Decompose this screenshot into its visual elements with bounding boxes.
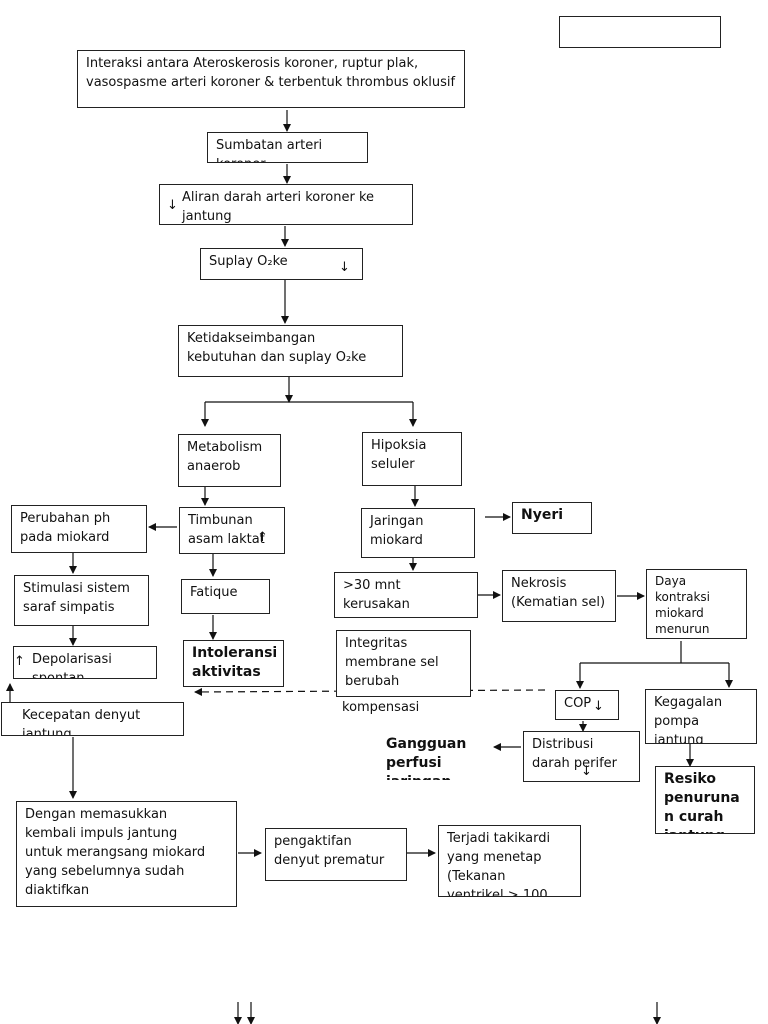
node-sumbatan-text: Sumbatan arteri koroner	[216, 138, 323, 162]
node-daya-kontraksi-text: Daya kontraksi miokard menurun	[655, 574, 710, 636]
node-interaksi-text: Interaksi antara Ateroskerosis koroner, …	[86, 56, 456, 90]
node-hipoksia-text: Hipoksia seluler	[371, 438, 427, 472]
node-intoleransi: Intoleransi aktivitas	[183, 640, 284, 687]
node-dengan-memasukkan-text: Dengan memasukkan kembali impuls jantung…	[25, 807, 206, 898]
node-daya-kontraksi: Daya kontraksi miokard menurun	[646, 569, 747, 639]
node-intoleransi-text: Intoleransi aktivitas	[192, 645, 278, 680]
node-timbunan-text: Timbunan asam laktat	[188, 513, 265, 547]
node-dengan-memasukkan: Dengan memasukkan kembali impuls jantung…	[16, 801, 237, 907]
arrow-down-icon: ↓	[339, 260, 350, 275]
node-sumbatan: Sumbatan arteri koroner	[207, 132, 368, 163]
node-resiko: Resiko penuruna n curah jantung	[655, 766, 755, 834]
arrow-down-icon: ↓	[581, 764, 592, 779]
node-fatique-text: Fatique	[190, 585, 238, 600]
node-nyeri: Nyeri	[512, 502, 592, 534]
node-interaksi: Interaksi antara Ateroskerosis koroner, …	[77, 50, 465, 108]
node-aliran-text: Aliran darah arteri koroner ke jantung	[182, 190, 375, 224]
node-kecepatan: Kecepatan denyut jantung	[1, 702, 184, 736]
node-ketidakseimbangan-text: Ketidakseimbangan kebutuhan dan suplay O…	[187, 331, 367, 365]
node-kerusakan: >30 mnt kerusakan	[334, 572, 478, 618]
node-pengaktifan: pengaktifan denyut prematur	[265, 828, 407, 881]
node-perubahan-ph: Perubahan ph pada miokard	[11, 505, 147, 553]
arrow-up-icon: ↑	[257, 530, 268, 545]
node-nekrosis: Nekrosis (Kematian sel)	[502, 570, 616, 622]
node-kecepatan-text: Kecepatan denyut jantung	[22, 708, 141, 736]
title-placeholder-box	[559, 16, 721, 48]
node-gangguan: Gangguan perfusi jaringan	[377, 731, 492, 781]
node-kerusakan-text: >30 mnt kerusakan	[343, 578, 410, 612]
node-integritas: Integritas membrane sel berubah	[336, 630, 471, 697]
node-pengaktifan-text: pengaktifan denyut prematur	[274, 834, 385, 868]
node-cop-text: COP	[564, 696, 592, 711]
node-distribusi-text: Distribusi darah perifer	[532, 737, 618, 771]
node-nekrosis-text: Nekrosis (Kematian sel)	[511, 576, 606, 610]
node-depolarisasi: Depolarisasi spontan	[13, 646, 157, 679]
arrow-up-icon: ↑	[14, 654, 25, 669]
arrow-down-icon: ↓	[167, 198, 178, 213]
node-jaringan-text: Jaringan miokard	[370, 514, 424, 548]
node-aliran: Aliran darah arteri koroner ke jantung	[159, 184, 413, 225]
node-takikardi: Terjadi takikardi yang menetap (Tekanan …	[438, 825, 581, 897]
node-ketidakseimbangan: Ketidakseimbangan kebutuhan dan suplay O…	[178, 325, 403, 377]
node-perubahan-ph-text: Perubahan ph pada miokard	[20, 511, 111, 545]
node-resiko-text: Resiko penuruna n curah jantung	[664, 771, 740, 833]
arrow-down-icon: ↓	[593, 699, 604, 714]
node-cop: COP	[555, 690, 619, 720]
node-stimulasi-text: Stimulasi sistem saraf simpatis	[23, 581, 130, 615]
node-distribusi: Distribusi darah perifer	[523, 731, 640, 782]
node-suplay-text: Suplay O₂ke	[209, 254, 288, 269]
node-metabolisme-text: Metabolism anaerob	[187, 440, 263, 474]
node-suplay: Suplay O₂ke	[200, 248, 363, 280]
node-fatique: Fatique	[181, 579, 270, 614]
node-stimulasi: Stimulasi sistem saraf simpatis	[14, 575, 149, 626]
node-integritas-text: Integritas membrane sel berubah	[345, 636, 439, 689]
node-metabolisme: Metabolism anaerob	[178, 434, 281, 487]
node-depolarisasi-text: Depolarisasi spontan	[32, 652, 112, 679]
node-takikardi-text: Terjadi takikardi yang menetap (Tekanan …	[447, 831, 551, 897]
node-nyeri-text: Nyeri	[521, 507, 564, 523]
node-hipoksia: Hipoksia seluler	[362, 432, 462, 486]
node-jaringan: Jaringan miokard	[361, 508, 475, 558]
node-kegagalan-text: Kegagalan pompa jantung	[654, 695, 723, 744]
node-gangguan-text: Gangguan perfusi jaringan	[386, 736, 467, 780]
label-kompensasi: kompensasi	[342, 700, 420, 715]
node-timbunan: Timbunan asam laktat	[179, 507, 285, 554]
node-kegagalan: Kegagalan pompa jantung	[645, 689, 757, 744]
